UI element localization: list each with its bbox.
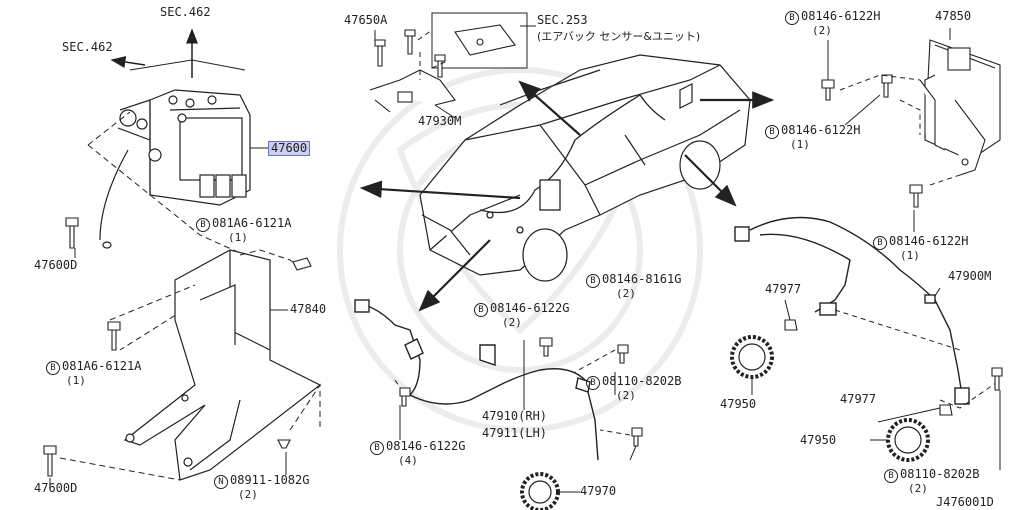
- callout-sec253: SEC.253: [537, 13, 588, 27]
- part-label-47950-upper: 47950: [720, 397, 757, 411]
- bolt-prefix-badge: B: [873, 236, 887, 250]
- part-label-47970: 47970: [580, 484, 617, 498]
- bolt-prefix-badge: B: [884, 469, 898, 483]
- tone-ring-47950-lower: [886, 418, 930, 462]
- bolt-qty-08146-6122h-b: (1): [790, 138, 810, 151]
- bolt-qty-08146-8161g: (2): [616, 287, 636, 300]
- bolt-prefix-badge: B: [474, 303, 488, 317]
- small-bolts-left: [43, 217, 312, 477]
- nut-part-number: 08911-1082G: [230, 473, 310, 487]
- part-label-47600d-upper: 47600D: [34, 258, 78, 272]
- sec462-arrows: [110, 28, 246, 78]
- bolt-part-number: 08110-8202B: [900, 467, 980, 481]
- part-label-47950-lower: 47950: [800, 433, 837, 447]
- leader-lines: [49, 25, 1001, 493]
- bolt-part-number: 08146-6122H: [781, 123, 861, 137]
- callout-sec253-note: (エアバック センサー&ユニット): [537, 30, 701, 43]
- diagram-code: J476001D: [936, 495, 994, 509]
- part-label-47600: 47600: [268, 141, 311, 156]
- part-label-47910: 47910(RH): [482, 409, 548, 423]
- bolt-qty-081a6-6121a-a: (1): [228, 231, 248, 244]
- part-label-47650a: 47650A: [344, 13, 388, 27]
- bolt-part-number: 08146-6122G: [490, 301, 570, 315]
- part-label-47850: 47850: [935, 9, 972, 23]
- callout-arrows: [359, 80, 775, 312]
- bolt-prefix-badge: B: [785, 11, 799, 25]
- part-label-47977-lower: 47977: [840, 392, 877, 406]
- tone-ring-47950-upper: [730, 335, 774, 379]
- bolt-qty-08146-6122g-a: (2): [502, 316, 522, 329]
- vehicle-harness: [479, 94, 666, 234]
- front-sensor-harness: [354, 299, 599, 461]
- bolt-prefix-badge: B: [46, 361, 60, 375]
- part-label-47840: 47840: [290, 302, 327, 316]
- bolt-part-number: 081A6-6121A: [212, 216, 292, 230]
- abs-actuator-unit: [99, 89, 251, 249]
- bolt-prefix-badge: B: [586, 274, 600, 288]
- part-label-47911: 47911(LH): [482, 426, 548, 440]
- rear-dashed-lines: [834, 309, 1001, 409]
- bolt-part-number: 081A6-6121A: [62, 359, 142, 373]
- part-label-47900m: 47900M: [948, 269, 992, 283]
- bolt-part-number: 08110-8202B: [602, 374, 682, 388]
- part-label-47977-upper: 47977: [765, 282, 802, 296]
- part-label-47930m: 47930M: [418, 114, 462, 128]
- callout-sec462-left: SEC.462: [62, 40, 113, 54]
- bolt-part-number: 08146-6122G: [386, 439, 466, 453]
- bolt-prefix-badge: B: [196, 218, 210, 232]
- sensor-harness-47930m: [369, 12, 528, 113]
- bolt-part-number: 08146-8161G: [602, 272, 682, 286]
- front-small-bolts: [399, 337, 643, 447]
- bolt-qty-08146-6122h-c: (1): [900, 249, 920, 262]
- bolt-qty-08110-8202b-b: (2): [908, 482, 928, 495]
- bolt-qty-08110-8202b-a: (2): [616, 389, 636, 402]
- wheel-sensor-harness-rear: [734, 216, 970, 405]
- nut-prefix-badge: N: [214, 475, 228, 489]
- bolt-prefix-badge: B: [586, 376, 600, 390]
- part-label-47600d-lower: 47600D: [34, 481, 78, 495]
- callout-sec462-top: SEC.462: [160, 5, 211, 19]
- bolt-qty-08146-6122h-a: (2): [812, 24, 832, 37]
- bolt-qty-081a6-6121a-b: (1): [66, 374, 86, 387]
- nut-qty-08911-1082g: (2): [238, 488, 258, 501]
- module-dashed-lines: [839, 74, 961, 186]
- abs-bracket: [123, 249, 322, 481]
- bolt-prefix-badge: B: [370, 441, 384, 455]
- bolt-part-number: 08146-6122H: [801, 9, 881, 23]
- module-47850: [821, 39, 1001, 208]
- bolt-qty-08146-6122g-b: (4): [398, 454, 418, 467]
- tone-ring-47970: [520, 472, 560, 510]
- rear-small-parts: [784, 319, 1003, 416]
- bolt-part-number: 08146-6122H: [889, 234, 969, 248]
- sensor-dashed-lines: [417, 29, 446, 80]
- bolt-prefix-badge: B: [765, 125, 779, 139]
